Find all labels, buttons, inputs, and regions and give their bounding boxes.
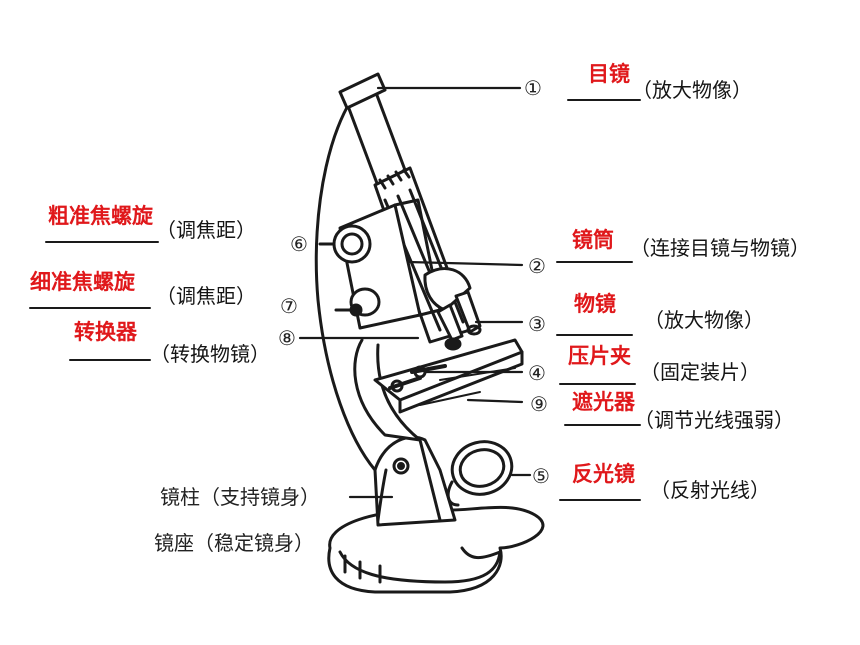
label-number-fine-focus: ⑦ xyxy=(280,294,298,318)
label-number-objective: ③ xyxy=(528,312,546,336)
label-answer-nosepiece: 转换器 xyxy=(74,320,137,344)
reflector-mirror xyxy=(446,440,514,507)
microscope-pillar xyxy=(373,435,457,527)
label-answer-tube: 镜筒 xyxy=(572,228,614,252)
label-number-coarse-focus: ⑥ xyxy=(290,232,308,256)
fine-focus-knob xyxy=(334,287,381,317)
label-answer-coarse-focus: 粗准焦螺旋 xyxy=(48,204,153,228)
answer-underlines xyxy=(29,99,641,501)
label-function-eyepiece: （放大物像） xyxy=(632,78,752,102)
label-function-mirror: （反射光线） xyxy=(650,478,770,502)
label-function-stage-clip: （固定装片） xyxy=(640,360,760,384)
label-number-stage-clip: ④ xyxy=(528,361,546,385)
coarse-focus-knob xyxy=(318,224,372,264)
nosepiece-objectives xyxy=(423,267,482,351)
label-answer-stage-clip: 压片夹 xyxy=(568,344,631,368)
label-number-mirror: ⑤ xyxy=(532,464,550,488)
label-function-fine-focus: （调焦距） xyxy=(156,284,256,308)
microscope-stage xyxy=(373,338,524,414)
label-structure-base: 镜座（稳定镜身） xyxy=(154,531,314,555)
label-answer-mirror: 反光镜 xyxy=(572,462,635,486)
label-function-nosepiece: （转换物镜） xyxy=(150,342,270,366)
label-function-objective: （放大物像） xyxy=(644,308,764,332)
label-function-coarse-focus: （调焦距） xyxy=(156,218,256,242)
label-number-diaphragm: ⑨ xyxy=(530,392,548,416)
label-function-diaphragm: （调节光线强弱） xyxy=(634,408,794,432)
leader-lines xyxy=(298,86,532,499)
microscope-base xyxy=(327,505,545,594)
label-number-eyepiece: ① xyxy=(524,76,542,100)
label-answer-diaphragm: 遮光器 xyxy=(572,390,635,414)
label-number-nosepiece: ⑧ xyxy=(278,326,296,350)
label-answer-objective: 物镜 xyxy=(574,292,616,316)
label-answer-eyepiece: 目镜 xyxy=(588,62,630,86)
label-structure-arm: 镜柱（支持镜身） xyxy=(160,485,320,509)
label-function-tube: （连接目镜与物镜） xyxy=(630,236,810,260)
label-number-tube: ② xyxy=(528,254,546,278)
label-answer-fine-focus: 细准焦螺旋 xyxy=(30,270,135,294)
